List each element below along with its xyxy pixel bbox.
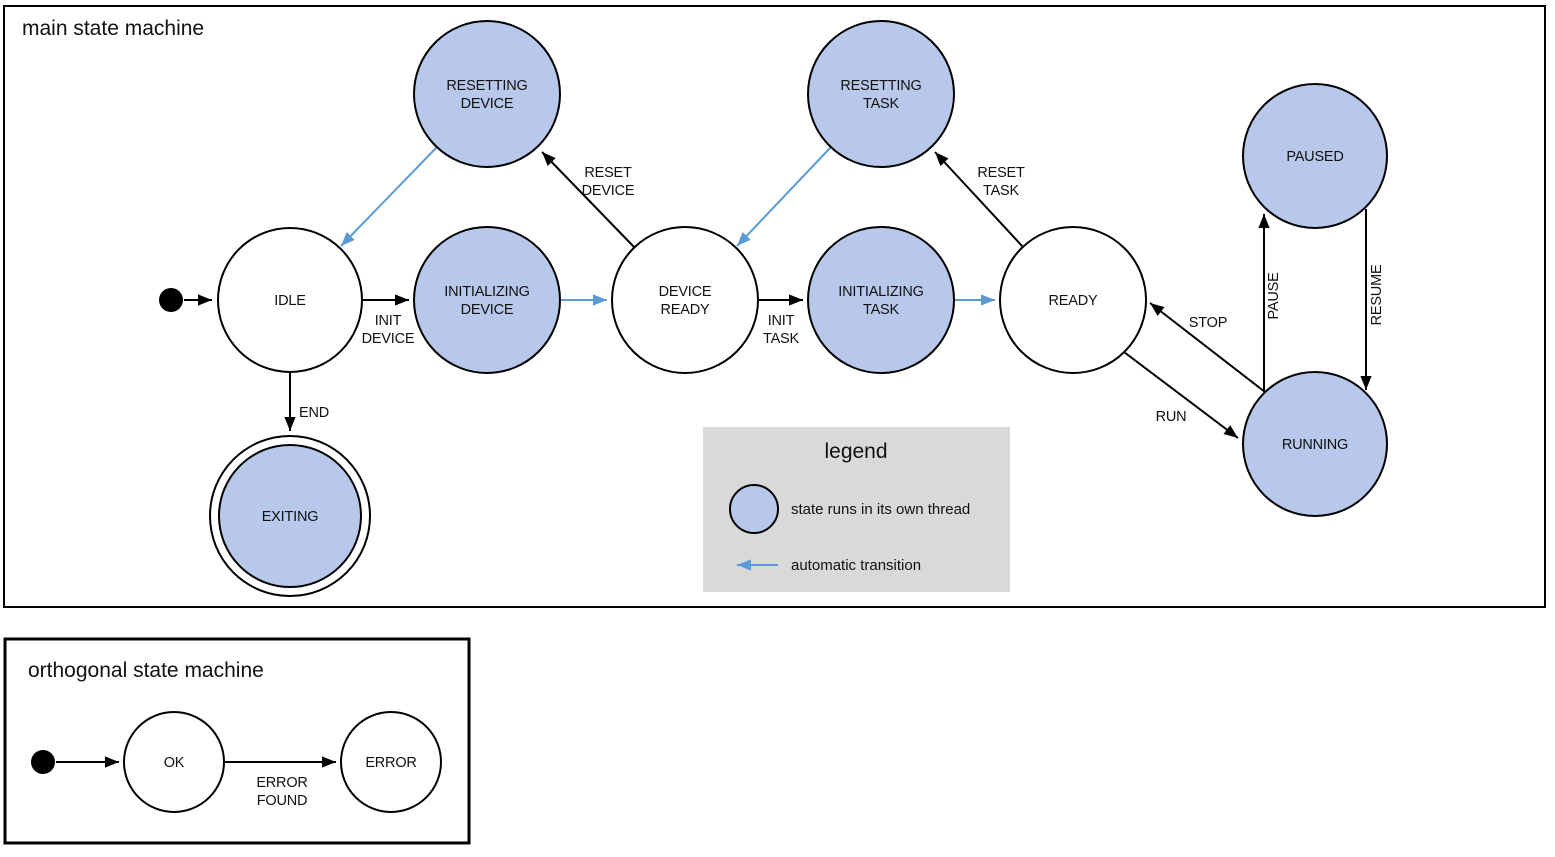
label-resume: RESUME <box>1369 264 1385 325</box>
edge-auto-resetting-task-to-device-ready <box>736 146 832 247</box>
label-pause: PAUSE <box>1266 272 1282 320</box>
state-resetting-device <box>413 20 561 168</box>
state-device-ready-label-1: DEVICE <box>659 284 712 300</box>
state-initializing-device-label-1: INITIALIZING <box>444 284 529 300</box>
legend-threaded-state-icon <box>729 484 779 534</box>
edge-ready-to-resetting-task <box>934 151 1024 248</box>
label-error-found-2: FOUND <box>257 793 308 809</box>
label-init-device-2: DEVICE <box>362 331 415 347</box>
label-reset-device-1: RESET <box>584 165 632 181</box>
state-resetting-task <box>807 20 955 168</box>
state-initializing-task-label-2: TASK <box>863 302 900 318</box>
state-resetting-task-label-2: TASK <box>863 96 900 112</box>
state-device-ready-label-2: READY <box>661 302 710 318</box>
state-exiting-label: EXITING <box>262 509 319 525</box>
label-init-task-1: INIT <box>768 313 795 329</box>
label-end: END <box>299 405 329 421</box>
state-resetting-device-label-2: DEVICE <box>461 96 514 112</box>
label-reset-device-2: DEVICE <box>582 183 635 199</box>
main-initial-state-dot <box>159 288 183 312</box>
edge-running-to-ready <box>1149 302 1266 393</box>
state-error-label: ERROR <box>365 755 416 771</box>
state-running <box>1242 371 1388 517</box>
state-initializing-task <box>807 226 955 374</box>
label-init-task-2: TASK <box>763 331 800 347</box>
edge-ready-to-running <box>1123 351 1239 439</box>
state-paused <box>1242 83 1388 229</box>
state-ok <box>123 711 225 813</box>
state-running-label: RUNNING <box>1282 437 1348 453</box>
state-ready-label: READY <box>1049 293 1098 309</box>
orthogonal-box-title: orthogonal state machine <box>28 659 264 682</box>
state-resetting-task-label-1: RESETTING <box>840 78 921 94</box>
state-exiting <box>218 444 362 588</box>
state-ready <box>999 226 1147 374</box>
label-reset-task-2: TASK <box>983 183 1020 199</box>
main-box-title: main state machine <box>22 17 204 40</box>
edge-auto-resetting-device-to-idle <box>340 146 438 247</box>
legend-threaded-state-text: state runs in its own thread <box>791 501 970 518</box>
state-resetting-device-label-1: RESETTING <box>446 78 527 94</box>
legend-title: legend <box>824 440 887 463</box>
label-reset-task-1: RESET <box>977 165 1025 181</box>
state-error <box>340 711 442 813</box>
label-error-found-1: ERROR <box>256 775 307 791</box>
state-ok-label: OK <box>164 755 185 771</box>
state-initializing-device <box>413 226 561 374</box>
state-idle <box>217 227 363 373</box>
orthogonal-initial-state-dot <box>31 750 55 774</box>
legend-auto-transition-text: automatic transition <box>791 557 921 574</box>
state-paused-label: PAUSED <box>1286 149 1343 165</box>
label-run: RUN <box>1156 409 1187 425</box>
edge-device-ready-to-resetting-device <box>541 151 635 248</box>
label-stop: STOP <box>1189 315 1227 331</box>
state-device-ready <box>611 226 759 374</box>
label-init-device-1: INIT <box>375 313 402 329</box>
state-idle-label: IDLE <box>274 293 306 309</box>
state-initializing-task-label-1: INITIALIZING <box>838 284 923 300</box>
state-initializing-device-label-2: DEVICE <box>461 302 514 318</box>
